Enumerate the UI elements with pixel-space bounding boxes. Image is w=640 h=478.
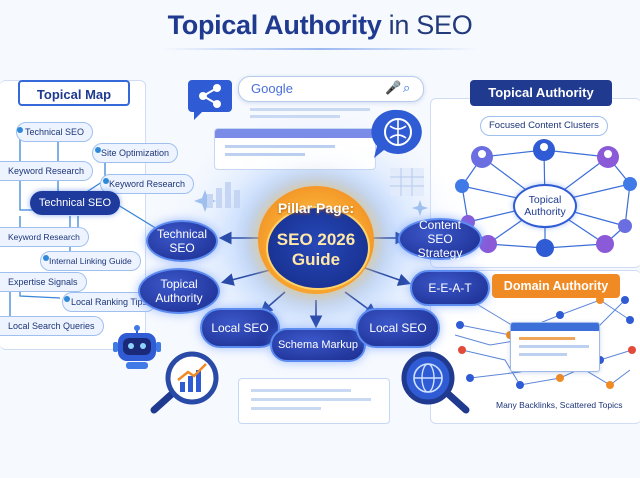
- node-topical-authority[interactable]: Topical Authority: [138, 268, 220, 314]
- bullet-dot: [103, 178, 109, 184]
- bullet-dot: [64, 296, 70, 302]
- title-main: Topical Authority: [167, 10, 382, 40]
- title-suffix: in SEO: [388, 10, 473, 40]
- pillar-page[interactable]: Pillar Page: SEO 2026 Guide: [258, 186, 374, 294]
- bullet-dot: [43, 255, 49, 261]
- node-content-seo[interactable]: Content SEO Strategy: [398, 218, 482, 260]
- topical-map-header: Topical Map: [18, 80, 130, 106]
- topical-map-item[interactable]: Keyword Research: [100, 174, 195, 194]
- topical-map-item[interactable]: Expertise Signals: [0, 272, 87, 292]
- topical-map-item[interactable]: Keyword Research: [0, 161, 94, 181]
- title-divider: [160, 48, 480, 50]
- webpage-mock: [214, 128, 376, 170]
- topical-map-item[interactable]: Local Ranking Tips: [62, 292, 157, 312]
- bullet-dot: [95, 147, 101, 153]
- brain-icon: [371, 109, 422, 158]
- node-schema-markup[interactable]: Schema Markup: [270, 328, 366, 362]
- node-local-seo-right[interactable]: Local SEO: [356, 308, 440, 348]
- bullet-dot: [17, 127, 23, 133]
- domain-caption: Many Backlinks, Scattered Topics: [496, 400, 623, 410]
- bottom-page-mock: [238, 378, 390, 424]
- topical-map-item[interactable]: Local Search Queries: [0, 316, 104, 336]
- domain-authority-header: Domain Authority: [492, 274, 620, 298]
- share-icon: [188, 80, 232, 120]
- mic-icon[interactable]: 🎤: [385, 80, 402, 95]
- search-icon[interactable]: ⌕: [403, 80, 411, 95]
- pillar-label: Pillar Page:: [277, 200, 355, 216]
- domain-browser-mock: [510, 322, 600, 372]
- left-center-node[interactable]: Technical SEO: [30, 191, 120, 215]
- focused-clusters-label: Focused Content Clusters: [480, 116, 608, 136]
- robot-icon: [113, 325, 161, 369]
- topical-map-item[interactable]: Technical SEO: [16, 122, 94, 142]
- bar-chart-icon: [207, 182, 240, 208]
- google-logo: Google: [251, 81, 293, 96]
- pillar-title-line2: Guide: [291, 250, 341, 269]
- topical-network-nodes: [455, 139, 637, 257]
- topical-map-item[interactable]: Site Optimization: [92, 143, 179, 163]
- pillar-inner: [266, 206, 370, 290]
- globe-magnifier-icon: [401, 351, 470, 414]
- table-icon: [390, 168, 424, 196]
- page-title: Topical Authority in SEO: [0, 10, 640, 41]
- node-eeat[interactable]: E-E-A-T: [410, 270, 490, 306]
- pillar-title-line1: SEO 2026: [276, 230, 356, 249]
- search-bar[interactable]: Google 🎤 ⌕: [238, 76, 424, 102]
- analytics-magnifier-icon: [150, 351, 219, 414]
- topical-map-item[interactable]: Keyword Research: [0, 227, 89, 247]
- result-lines: [250, 106, 390, 122]
- node-technical-seo[interactable]: Technical SEO: [146, 220, 218, 262]
- node-local-seo-left[interactable]: Local SEO: [200, 308, 280, 348]
- topical-authority-center[interactable]: Topical Authority: [513, 184, 577, 228]
- topical-authority-header: Topical Authority: [470, 80, 612, 106]
- topical-map-item[interactable]: Internal Linking Guide: [40, 251, 141, 271]
